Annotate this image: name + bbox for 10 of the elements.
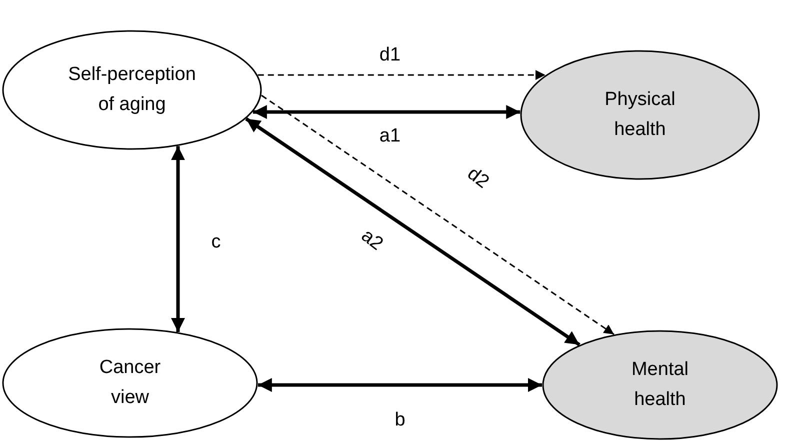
dashed-arrow — [258, 70, 546, 80]
node-label: Mental health — [630, 358, 690, 412]
double-headed-arrow — [258, 378, 542, 392]
node-label: Self-perception of aging — [67, 63, 197, 117]
dashed-arrow — [261, 94, 614, 335]
node-label: Physical health — [604, 88, 676, 142]
double-headed-arrow — [171, 146, 185, 332]
double-headed-arrow — [245, 117, 580, 346]
double-headed-arrow — [252, 105, 520, 119]
node-label: Cancer view — [98, 356, 162, 410]
